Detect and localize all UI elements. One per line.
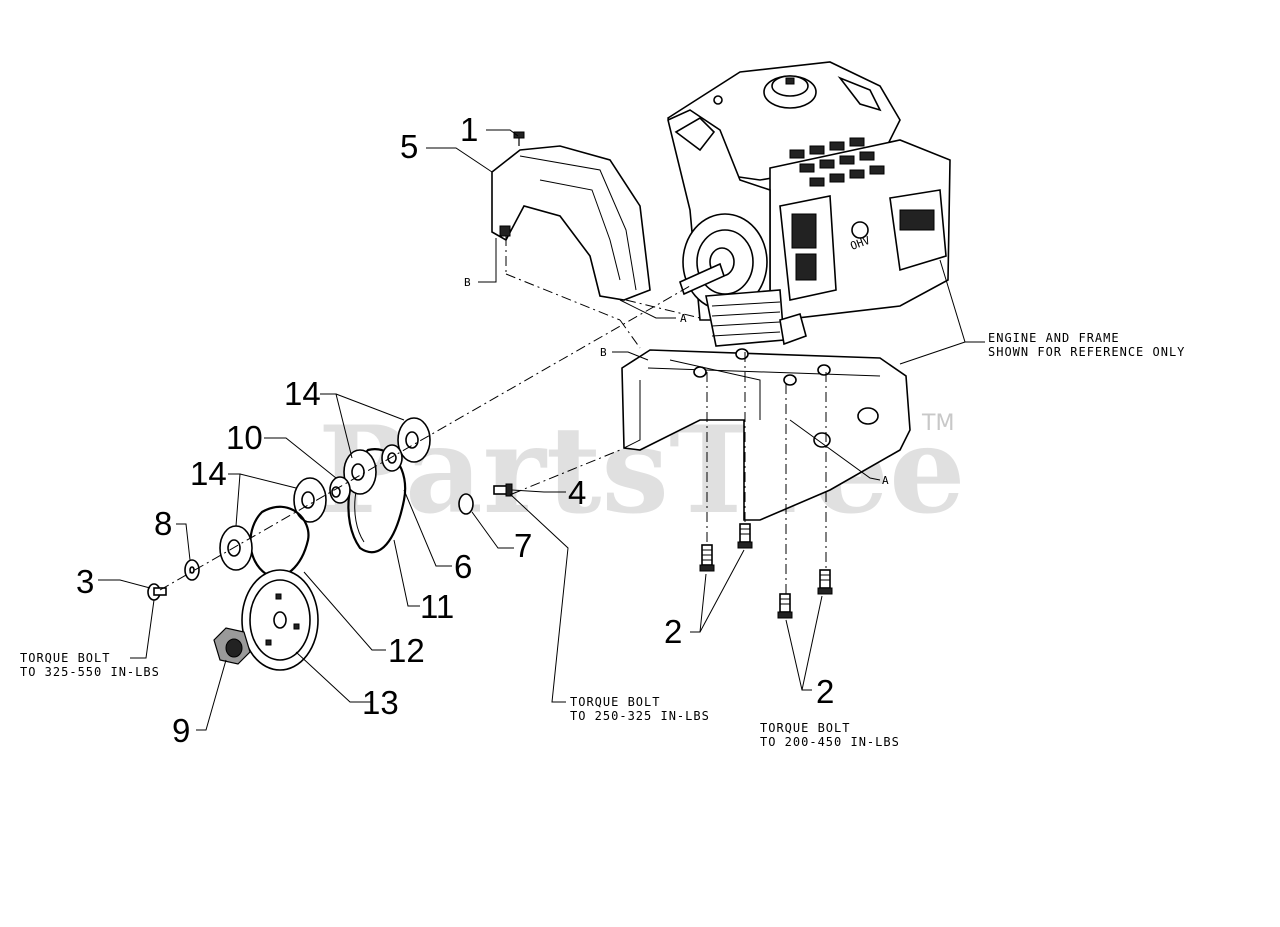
ref-letter-b-frame: B [600,346,607,359]
idler-part-11[interactable] [381,444,403,472]
washer-part-8[interactable] [184,559,200,581]
engine-illustration: OHV [667,61,951,347]
callout-14-middle[interactable]: 14 [190,455,227,492]
callout-6[interactable]: 6 [454,548,472,585]
pulley-14-upper[interactable] [397,417,431,463]
callout-7[interactable]: 7 [514,527,532,564]
watermark-trademark: TM [921,411,954,436]
screw-part-1[interactable] [513,131,525,146]
callout-12[interactable]: 12 [388,632,425,669]
assembly-centerlines [159,236,827,594]
callout-2-lower[interactable]: 2 [816,673,834,710]
washer-part-7[interactable] [458,493,474,515]
torque-note-3-line2: TO 325-550 IN-LBS [20,665,160,679]
ref-letter-a-cover: A [680,312,687,325]
callout-1[interactable]: 1 [460,111,478,148]
callout-8[interactable]: 8 [154,505,172,542]
bolt-part-3[interactable] [147,583,167,601]
bolt-part-2-d[interactable] [817,569,833,595]
leader-lines [98,129,985,731]
bolt-part-2-b[interactable] [737,523,753,549]
torque-note-2-line2: TO 200-450 IN-LBS [760,735,900,749]
hub-part-9[interactable] [213,627,251,665]
bolt-part-2-a[interactable] [699,544,715,572]
torque-note-3-line1: TORQUE BOLT [20,651,110,665]
ref-letter-b-cover: B [464,276,471,289]
drive-pulley-part-13[interactable] [241,569,319,671]
callout-3[interactable]: 3 [76,563,94,600]
engine-note-line1: ENGINE AND FRAME [988,331,1120,345]
callout-2-upper[interactable]: 2 [664,613,682,650]
callout-numbers: 1 5 14 10 14 8 3 9 13 12 11 6 7 4 2 2 [76,111,834,749]
callout-13[interactable]: 13 [362,684,399,721]
pulley-14-front[interactable] [219,525,253,571]
callout-14-top[interactable]: 14 [284,375,321,412]
reference-letters: B A B A [464,276,889,487]
ref-letter-a-frame: A [882,474,889,487]
cooling-vents [789,137,885,187]
callout-9[interactable]: 9 [172,712,190,749]
torque-note-2-line1: TORQUE BOLT [760,721,850,735]
bolt-part-4[interactable] [493,483,513,497]
callout-4[interactable]: 4 [568,474,586,511]
notes: ENGINE AND FRAME SHOWN FOR REFERENCE ONL… [20,331,1185,749]
callout-11[interactable]: 11 [420,588,454,625]
spacer-part-10[interactable] [329,476,351,504]
pulley-14-lower[interactable] [293,477,327,523]
torque-note-4-line2: TO 250-325 IN-LBS [570,709,710,723]
bolt-part-2-c[interactable] [777,593,793,619]
belt-cover-part-5[interactable] [491,145,651,301]
callout-5[interactable]: 5 [400,128,418,165]
frame-illustration [621,348,911,521]
pulley-14-middle[interactable] [343,449,377,495]
engine-note-line2: SHOWN FOR REFERENCE ONLY [988,345,1185,359]
callout-10[interactable]: 10 [226,419,263,456]
torque-note-4-line1: TORQUE BOLT [570,695,660,709]
